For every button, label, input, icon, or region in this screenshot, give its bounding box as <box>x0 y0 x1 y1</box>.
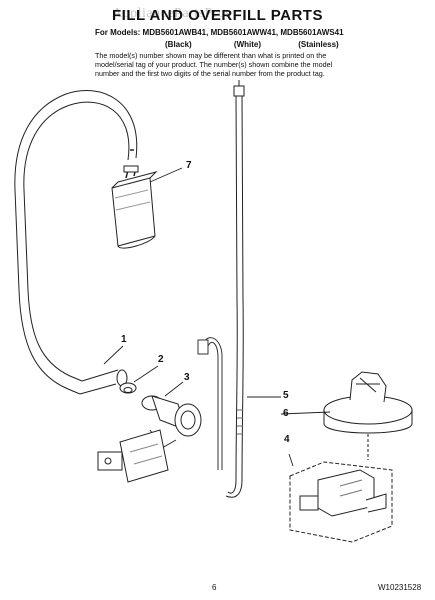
part-7-bracket <box>111 165 158 249</box>
model-colors: (Black) (White) (Stainless) <box>165 40 339 49</box>
color-white: (White) <box>233 40 262 49</box>
callout-2: 2 <box>158 354 164 365</box>
callout-7: 7 <box>186 160 192 171</box>
models-line: For Models: MDB5601AWB41, MDB5601AWW41, … <box>95 28 344 37</box>
part-3-water-valve <box>97 395 202 483</box>
part-6-float <box>323 371 413 460</box>
watermark: AppliancePartsPros <box>112 6 232 21</box>
part-2-clamp <box>119 382 137 394</box>
part-number: W10231528 <box>378 583 422 592</box>
page-number: 6 <box>212 583 217 592</box>
model-note: The model(s) number shown may be differe… <box>95 51 333 78</box>
part-4-float-switch <box>289 461 393 543</box>
callout-5: 5 <box>283 390 289 401</box>
callout-4: 4 <box>284 434 290 445</box>
page-title: FILL AND OVERFILL PARTS <box>112 7 323 24</box>
part-1-inlet-hose <box>14 90 138 395</box>
color-black: (Black) <box>165 40 192 49</box>
color-stainless: (Stainless) <box>298 40 339 49</box>
leader-lines <box>103 167 331 467</box>
callout-1: 1 <box>121 334 127 345</box>
callout-6: 6 <box>283 408 289 419</box>
wire-harness <box>197 337 223 470</box>
callout-3: 3 <box>184 372 190 383</box>
part-5-vent-tube <box>225 80 245 498</box>
